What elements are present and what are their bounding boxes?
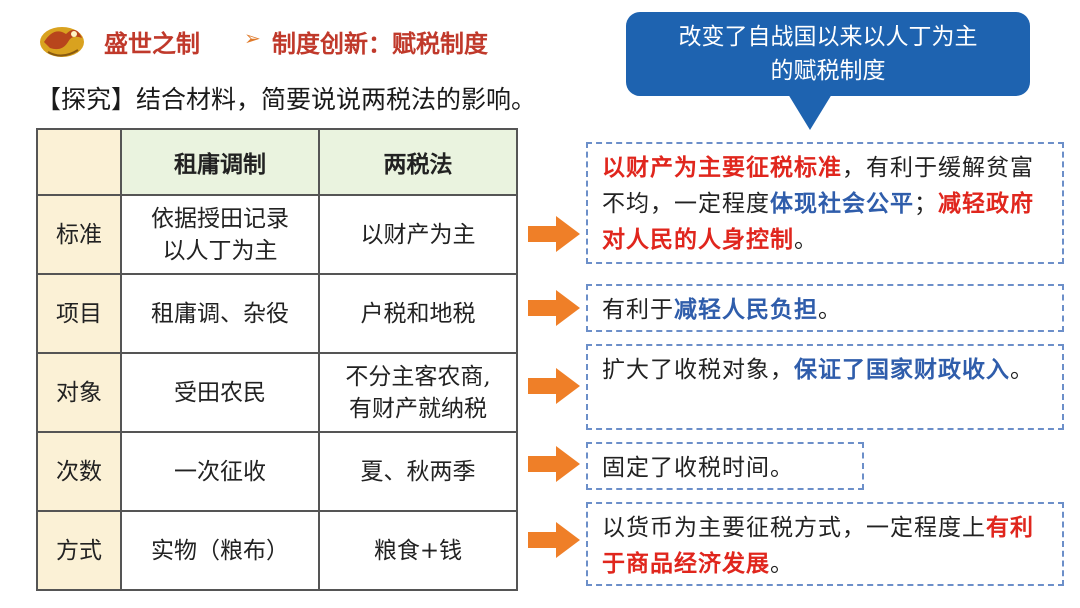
impact-box-items: 有利于减轻人民负担。 <box>586 284 1064 332</box>
box-text: 。 <box>770 551 794 577</box>
box-text: 有利于 <box>602 297 674 323</box>
topic-subtitle: 制度创新：赋税制度 <box>272 29 488 58</box>
cell-line: 以人丁为主 <box>162 237 278 264</box>
inquiry-question: 【探究】结合材料，简要说说两税法的影响。 <box>36 80 536 116</box>
right-arrow-icon <box>528 368 580 404</box>
table-row: 标准 依据授田记录以人丁为主 以财产为主 <box>36 194 518 275</box>
table-header-row: 租庸调制 两税法 <box>36 128 518 196</box>
box-text: ； <box>914 191 938 217</box>
impact-box-standard: 以财产为主要征税标准，有利于缓解贫富不均，一定程度体现社会公平；减轻政府对人民的… <box>586 142 1064 264</box>
table-row: 项目 租庸调、杂役 户税和地税 <box>36 273 518 354</box>
pointer-arrow-icon: ➢ <box>244 26 261 50</box>
box-text: 扩大了收税对象， <box>602 357 794 383</box>
bubble-line-2: 的赋税制度 <box>770 58 886 84</box>
impact-box-targets: 扩大了收税对象，保证了国家财政收入。 <box>586 344 1064 430</box>
table-cell: 受田农民 <box>120 352 320 433</box>
highlight-blue: 减轻人民负担 <box>674 296 818 323</box>
row-label: 项目 <box>36 273 122 354</box>
cell-line: 不分主客农商, <box>345 363 491 390</box>
right-arrow-icon <box>528 522 580 558</box>
inquiry-tag: 【探究】 <box>36 85 137 114</box>
table-row: 对象 受田农民 不分主客农商, 有财产就纳税 <box>36 352 518 433</box>
table-corner-cell <box>36 128 122 196</box>
highlight-blue: 体现社会公平 <box>770 190 914 217</box>
cell-line: 依据授田记录 <box>151 205 289 232</box>
impact-box-method: 以货币为主要征税方式，一定程度上有利于商品经济发展。 <box>586 502 1064 586</box>
box-text: ，有利于缓解贫富不均，一定程度 <box>602 155 1034 217</box>
box-text: 。 <box>1010 357 1034 383</box>
table-cell: 不分主客农商, 有财产就纳税 <box>318 352 518 433</box>
highlight-red: 减轻政府对人民的人身控制 <box>602 190 1034 253</box>
highlight-red: 以财产为主要征税标准 <box>602 154 842 181</box>
table-cell: 夏、秋两季 <box>318 431 518 512</box>
comparison-table: 租庸调制 两税法 标准 依据授田记录以人丁为主 以财产为主 项目 租庸调、杂役 … <box>36 128 518 591</box>
right-arrow-icon <box>528 216 580 252</box>
table-cell: 租庸调、杂役 <box>120 273 320 354</box>
cell-line: 有财产就纳税 <box>349 395 487 422</box>
header-zuyongdiao: 租庸调制 <box>120 128 320 196</box>
table-row: 次数 一次征收 夏、秋两季 <box>36 431 518 512</box>
table-cell: 粮食+钱 <box>318 510 518 591</box>
highlight-red: 有利于商品经济发展 <box>602 514 1034 577</box>
row-label: 方式 <box>36 510 122 591</box>
row-label: 次数 <box>36 431 122 512</box>
table-cell: 一次征收 <box>120 431 320 512</box>
table-cell: 依据授田记录以人丁为主 <box>120 194 320 275</box>
highlight-blue: 保证了国家财政收入 <box>794 356 1010 383</box>
header-liangshuifa: 两税法 <box>318 128 518 196</box>
right-arrow-icon <box>528 446 580 482</box>
row-label: 对象 <box>36 352 122 433</box>
dragon-logo-icon <box>40 27 84 57</box>
table-row: 方式 实物（粮布） 粮食+钱 <box>36 510 518 591</box>
impact-box-times: 固定了收税时间。 <box>586 442 864 490</box>
box-text: 以货币为主要征税方式，一定程度上 <box>602 515 986 541</box>
table-cell: 以财产为主 <box>318 194 518 275</box>
box-text: 。 <box>794 227 818 253</box>
box-text: 。 <box>818 297 842 323</box>
right-arrow-icon <box>528 290 580 326</box>
speech-bubble-tail <box>788 94 832 130</box>
row-label: 标准 <box>36 194 122 275</box>
section-title: 盛世之制 <box>104 29 200 58</box>
inquiry-text: 结合材料，简要说说两税法的影响。 <box>136 85 537 114</box>
box-text: 固定了收税时间。 <box>602 455 794 481</box>
table-cell: 实物（粮布） <box>120 510 320 591</box>
speech-bubble: 改变了自战国以来以人丁为主 的赋税制度 <box>626 12 1030 96</box>
bubble-line-1: 改变了自战国以来以人丁为主 <box>678 24 978 50</box>
table-cell: 户税和地税 <box>318 273 518 354</box>
